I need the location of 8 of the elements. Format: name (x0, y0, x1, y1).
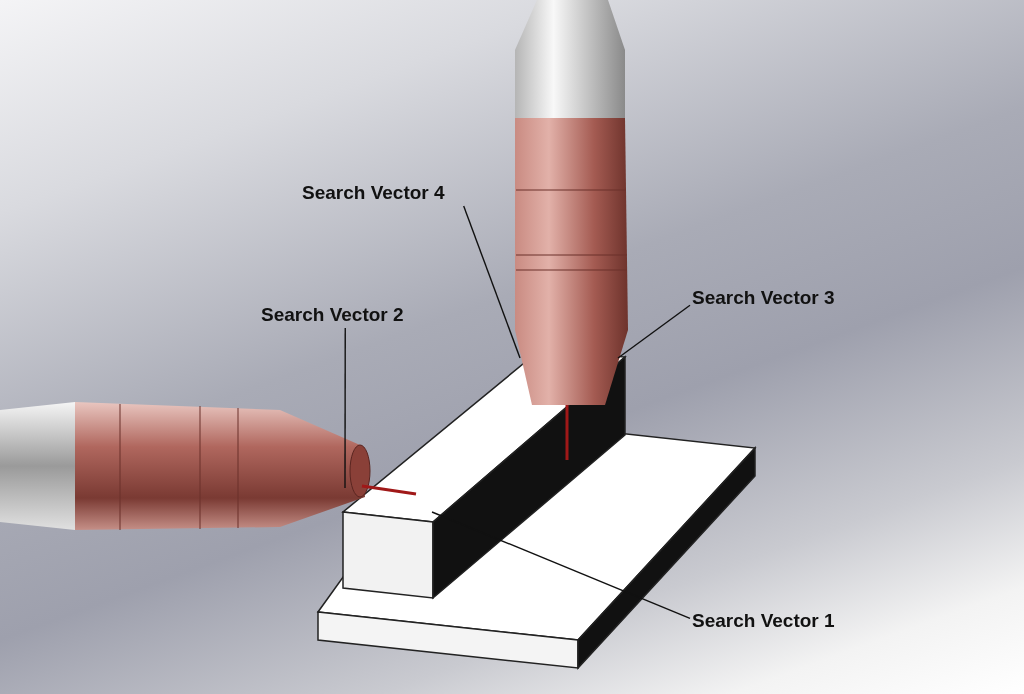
callout-label: Search Vector 2 (259, 302, 439, 328)
leader-line (463, 205, 521, 359)
callout-label: Search Vector 3 (690, 285, 870, 311)
leader-line (617, 304, 691, 359)
callout-label: Search Vector 4 (300, 180, 480, 206)
leader-line (344, 327, 346, 489)
leader-line (431, 511, 691, 620)
callout-label: Search Vector 1 (690, 608, 870, 634)
